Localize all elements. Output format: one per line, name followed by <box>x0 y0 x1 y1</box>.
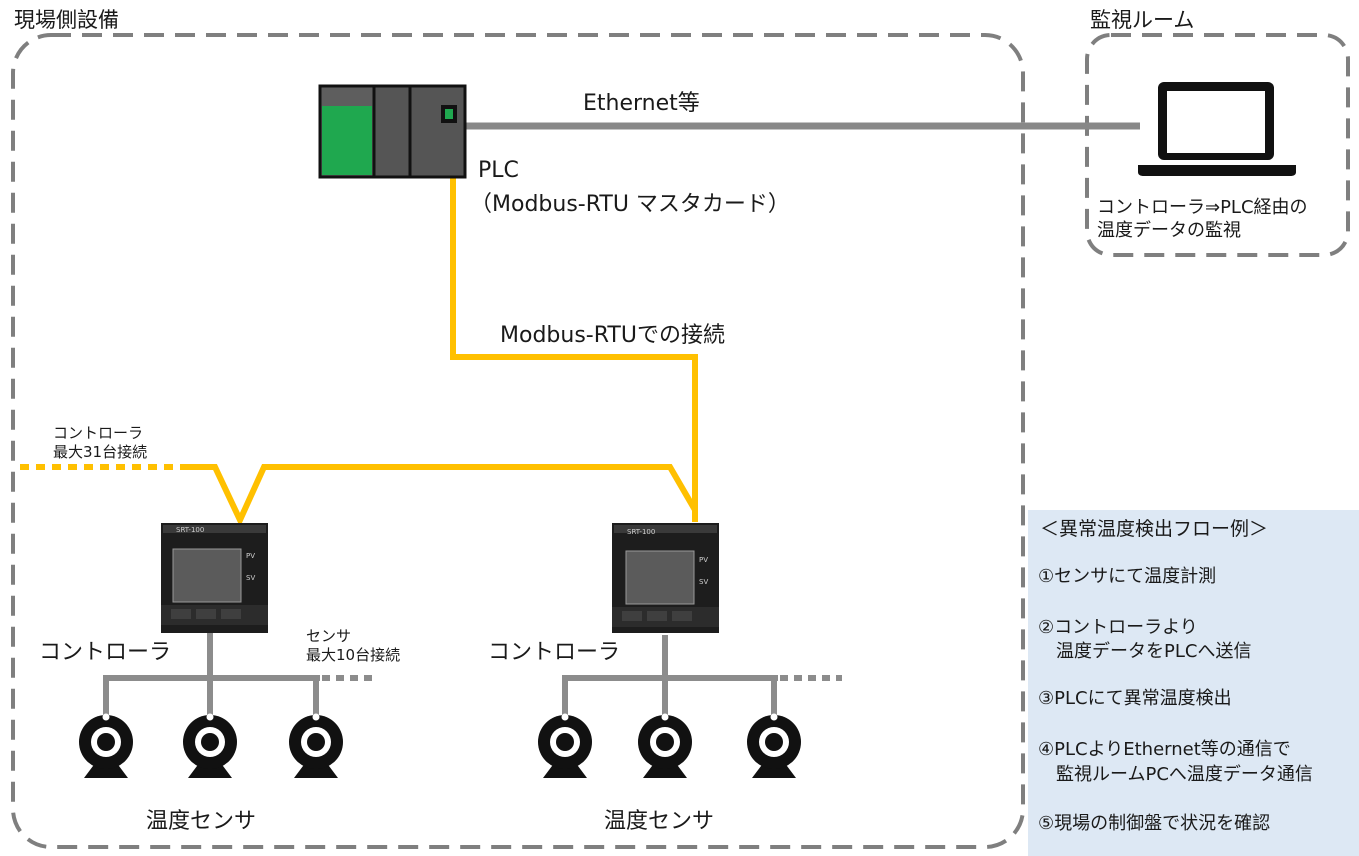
temperature-sensor-icon <box>289 713 343 778</box>
flow-step-4-line1: ④PLCよりEthernet等の通信で <box>1038 739 1291 760</box>
monitor-caption-line1: コントローラ⇒PLC経由の <box>1097 197 1308 218</box>
sensor-bus-right <box>562 635 778 718</box>
controller-right-pv-tag: PV <box>699 556 709 564</box>
sensor-max-note-line1: センサ <box>306 627 352 645</box>
sensor-max-note-line2: 最大10台接続 <box>306 646 401 664</box>
temperature-sensor-label-left: 温度センサ <box>146 809 257 834</box>
controller-max-note-line2: 最大31台接続 <box>53 443 148 461</box>
monitoring-laptop-icon <box>1138 82 1296 176</box>
controller-left-pv-tag: PV <box>246 552 256 560</box>
monitor-room-region <box>1085 33 1350 257</box>
controller-left-brand: SRT-100 <box>176 526 205 534</box>
controller-daisy-chain <box>180 464 698 528</box>
plc-unit <box>318 84 467 179</box>
plc-modbus-card <box>322 106 372 175</box>
plc-label: PLC <box>478 158 519 183</box>
modbus-label: Modbus-RTUでの接続 <box>500 323 725 348</box>
temperature-sensor-icon <box>638 713 692 778</box>
monitor-caption-line2: 温度データの監視 <box>1097 220 1241 241</box>
controller-right-brand: SRT-100 <box>627 528 656 536</box>
ethernet-label: Ethernet等 <box>583 91 700 116</box>
controller-max-note-line1: コントローラ <box>53 424 144 442</box>
modbus-rtu-link <box>450 175 698 522</box>
monitor-room-title: 監視ルーム <box>1090 8 1195 32</box>
temperature-sensor-icon <box>538 713 592 778</box>
flow-step-2-line1: ②コントローラより <box>1038 617 1198 638</box>
temperature-sensor-label-right: 温度センサ <box>604 809 715 834</box>
sensor-bus-left <box>103 633 320 718</box>
flow-step-2-line2: 温度データをPLCへ送信 <box>1038 641 1252 662</box>
temperature-sensor-icon <box>183 713 237 778</box>
controller-label-right: コントローラ <box>488 640 621 665</box>
flow-step-1: ①センサにて温度計測 <box>1038 566 1217 587</box>
field-equipment-region <box>11 33 1025 849</box>
controller-right-sv-tag: SV <box>699 578 709 586</box>
flow-step-4-line2: 監視ルームPCへ温度データ通信 <box>1038 764 1313 785</box>
temperature-sensor-icon <box>747 713 801 778</box>
temperature-sensor-icon <box>79 713 133 778</box>
flow-step-3: ③PLCにて異常温度検出 <box>1038 688 1232 709</box>
controller-unit-left <box>161 523 268 633</box>
flow-step-5: ⑤現場の制御盤で状況を確認 <box>1038 813 1271 834</box>
plc-sublabel: （Modbus-RTU マスタカード） <box>470 192 790 217</box>
flow-title: ＜異常温度検出フロー例＞ <box>1040 518 1269 540</box>
abnormal-temp-flow-panel: ＜異常温度検出フロー例＞ ①センサにて温度計測 ②コントローラより 温度データを… <box>1028 510 1359 856</box>
field-equipment-title: 現場側設備 <box>14 8 119 32</box>
controller-unit-right <box>612 523 719 633</box>
controller-left-sv-tag: SV <box>246 574 256 582</box>
controller-label-left: コントローラ <box>39 640 172 665</box>
